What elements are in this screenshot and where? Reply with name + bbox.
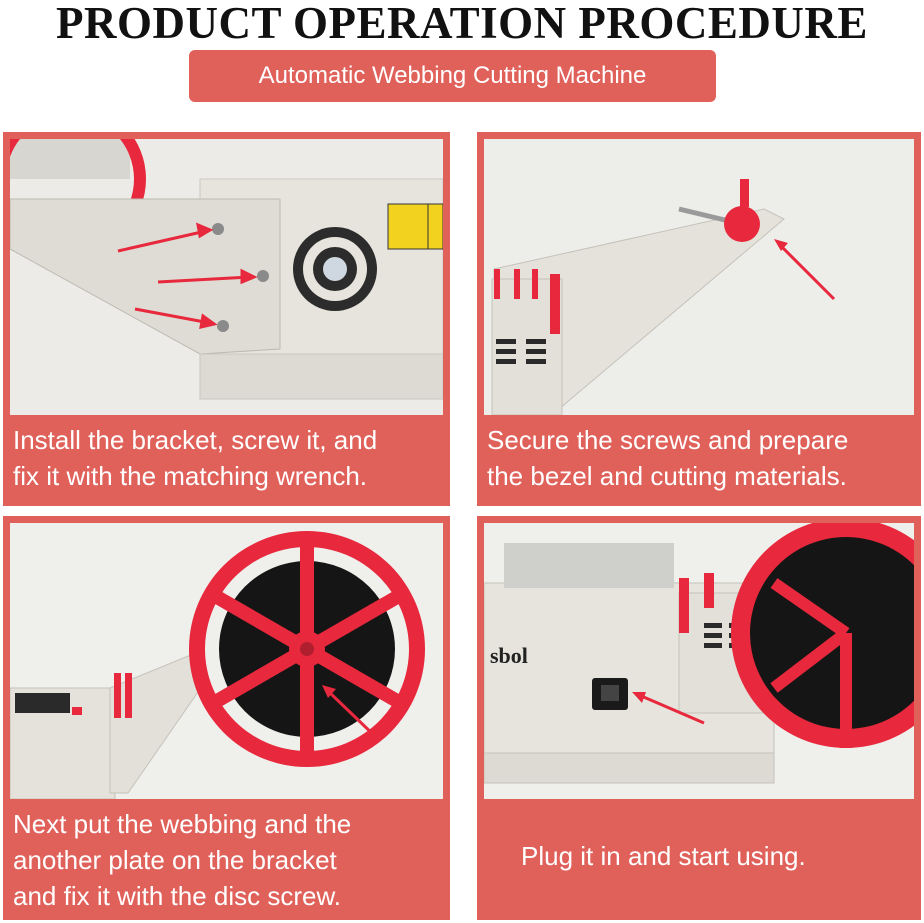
step-4-photo: sbol (484, 523, 914, 799)
webbing-reel-illustration (10, 523, 443, 799)
caption-line: fix it with the matching wrench. (13, 461, 368, 491)
plug-in-illustration: sbol (484, 523, 914, 799)
bracket-install-illustration (10, 139, 443, 415)
step-2-caption: Secure the screws and prepare the bezel … (477, 422, 921, 494)
page-title: PRODUCT OPERATION PROCEDURE (56, 0, 868, 48)
step-3-photo (10, 523, 443, 799)
caption-line: the bezel and cutting materials. (487, 461, 847, 491)
caption-line: another plate on the bracket (13, 845, 337, 875)
step-3-caption: Next put the webbing and the another pla… (3, 806, 450, 914)
clamp-1 (494, 269, 500, 299)
caption-line: Plug it in and start using. (521, 841, 806, 871)
screw-1 (212, 223, 224, 235)
reel-spokes (206, 537, 408, 761)
step-3-panel: Next put the webbing and the another pla… (3, 516, 450, 920)
top-deck (504, 543, 674, 588)
arrows (117, 222, 258, 329)
caption-line: Install the bracket, screw it, and (13, 425, 378, 455)
step-4-caption: Plug it in and start using. (477, 838, 921, 874)
disc-screw (300, 642, 314, 656)
step-1-caption: Install the bracket, screw it, and fix i… (3, 422, 450, 494)
step-2-panel: Secure the screws and prepare the bezel … (477, 132, 921, 506)
caption-line: Secure the screws and prepare (487, 425, 849, 455)
red-knob (724, 206, 760, 242)
step-1-panel: Install the bracket, screw it, and fix i… (3, 132, 450, 506)
step-1-photo (10, 139, 443, 415)
screw-2 (257, 270, 269, 282)
machine-brand-label: sbol (490, 643, 528, 668)
screw-3 (217, 320, 229, 332)
bracket-plate (10, 198, 281, 355)
step-4-panel: sbol Plug it in and start using. (477, 516, 921, 920)
screw-secure-illustration (484, 139, 914, 415)
subtitle-badge: Automatic Webbing Cutting Machine (189, 50, 716, 102)
caption-line: and fix it with the disc screw. (13, 881, 342, 911)
step-2-photo (484, 139, 914, 415)
shaft (678, 206, 730, 224)
arrow (777, 242, 836, 301)
control-panel (15, 693, 70, 713)
arrow (638, 693, 705, 725)
warning-label (387, 203, 429, 250)
caption-line: Next put the webbing and the (13, 809, 352, 839)
arrow (326, 689, 382, 743)
